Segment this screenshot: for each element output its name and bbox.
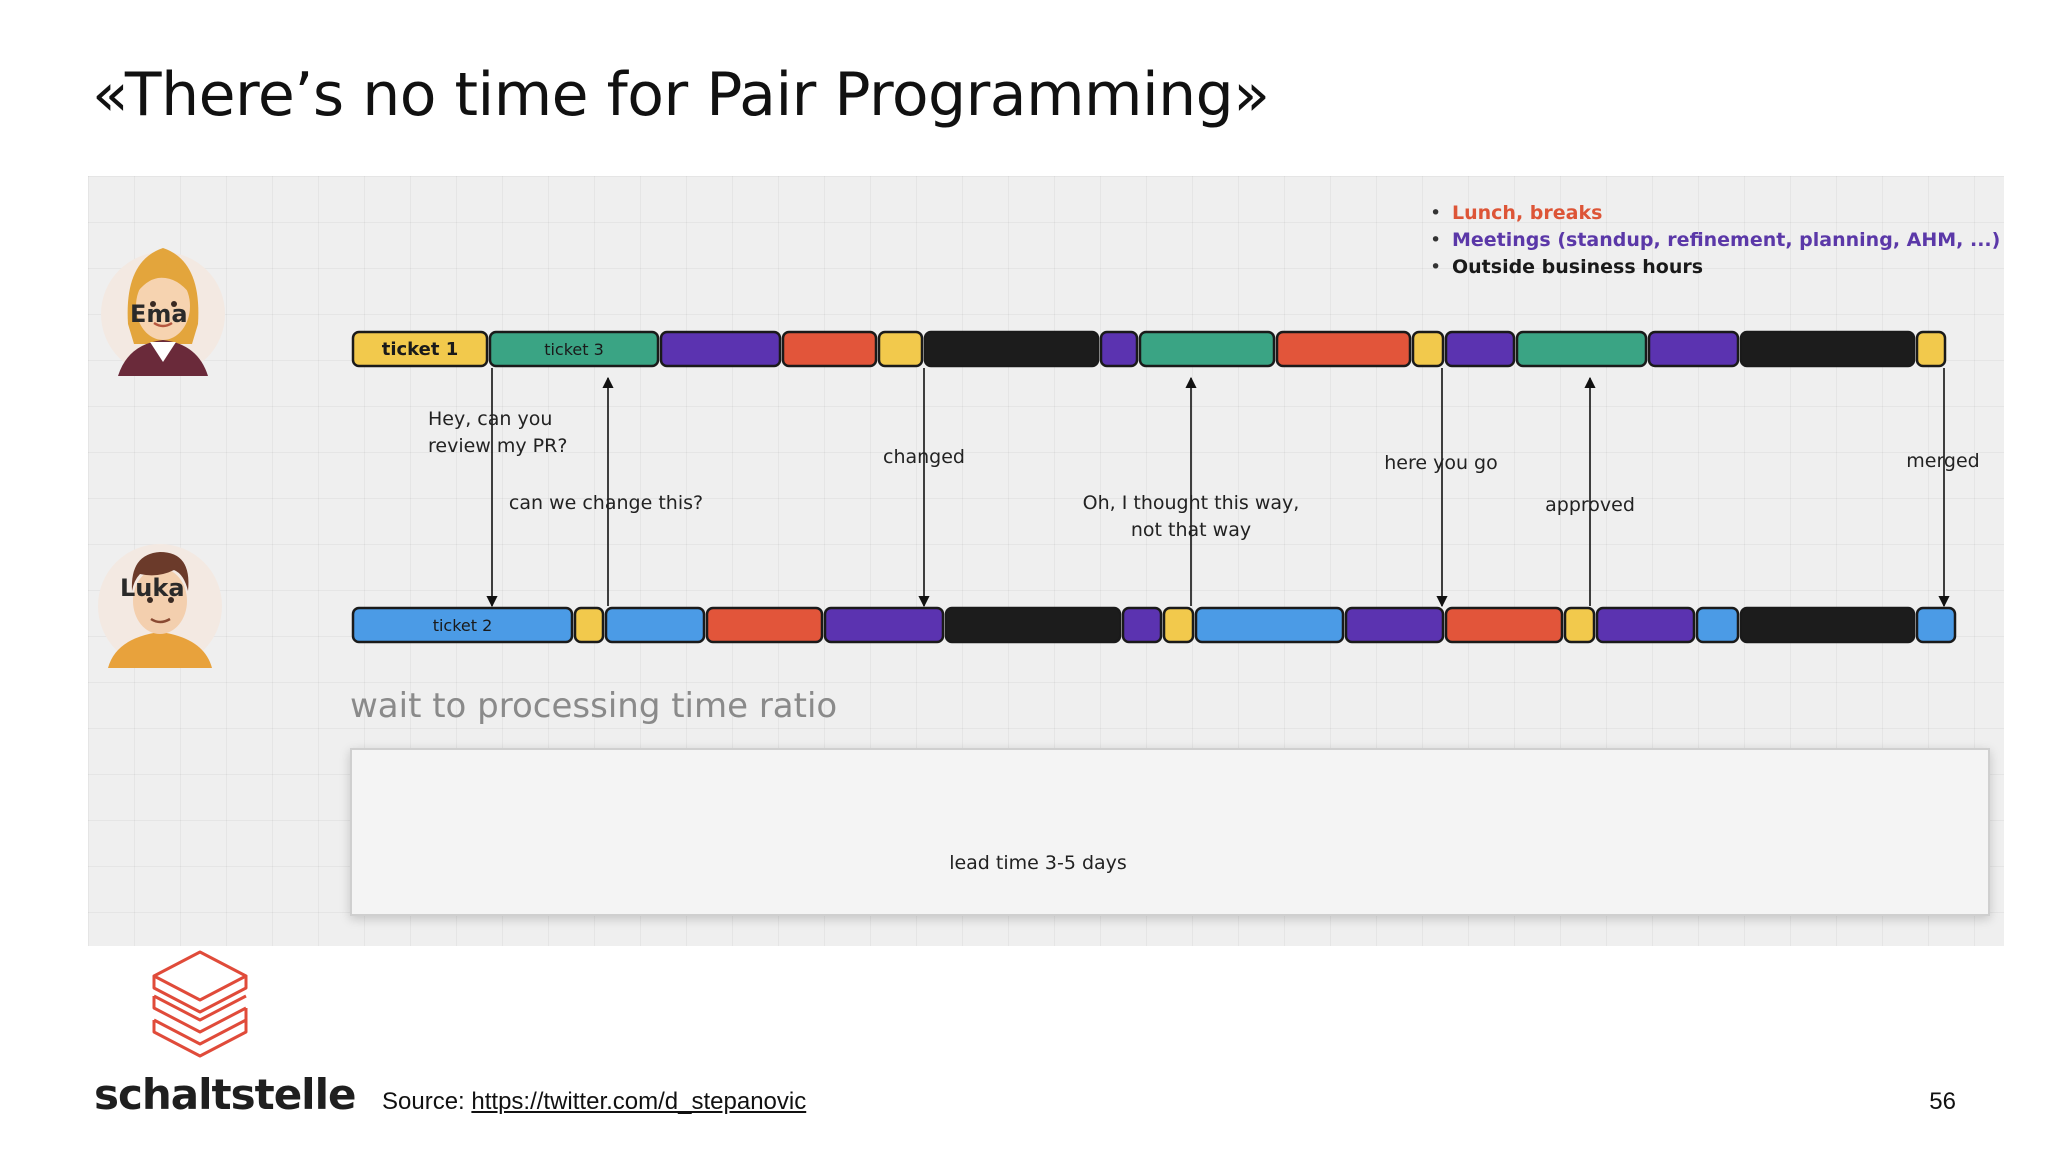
ema-segment-purple (1099, 330, 1139, 368)
luka-segment-purple (1595, 606, 1696, 644)
luka-ticket-label: ticket 2 (433, 616, 493, 635)
message-label-thought: Oh, I thought this way,not that way (1082, 492, 1300, 541)
legend-item-lunch: Lunch, breaks (1430, 200, 2000, 227)
logo-wordmark: schaltstelle (94, 1070, 356, 1119)
slide-title: «There’s no time for Pair Programming» (92, 60, 1270, 130)
luka-segment-yellow (1162, 606, 1195, 644)
ema-segment-yellow (877, 330, 924, 368)
ema-segment-red (1275, 330, 1412, 368)
ema-segment-teal (1138, 330, 1276, 368)
luka-segment-blue (1915, 606, 1957, 644)
ema-segment-black (1739, 330, 1916, 368)
legend-item-meetings: Meetings (standup, refinement, planning,… (1430, 227, 2000, 254)
message-label-approved: approved (1545, 494, 1635, 516)
diagram-panel: ticket 1 ticket 3 ticket 2 ticket 1 Ema Lu… (88, 176, 2004, 946)
schaltstelle-logo-icon (152, 950, 248, 1058)
ema-segment-yellow (1411, 330, 1445, 368)
ema-segment-yellow (1915, 330, 1947, 368)
source-label: Source: (382, 1088, 465, 1115)
ema-segment-purple (659, 330, 782, 368)
ema-segment-red (781, 330, 878, 368)
luka-segment-yellow (573, 606, 605, 644)
source-line: Source: https://twitter.com/d_stepanovic (382, 1088, 806, 1116)
ema-ticket-label: ticket 1 (382, 339, 459, 360)
ema-segment-teal (488, 330, 660, 368)
ema-segment-teal (1515, 330, 1648, 368)
person-name-ema: Ema (130, 300, 188, 328)
message-label-changed: changed (883, 446, 965, 468)
lead-time-box (350, 748, 1990, 916)
luka-segment-black (1739, 606, 1916, 644)
message-label-merged: merged (1906, 450, 1980, 472)
lead-time-label: lead time 3-5 days (943, 852, 1133, 874)
ema-segment-purple (1444, 330, 1516, 368)
timelines: ticket 1 ticket 3 ticket 2 (351, 330, 1957, 644)
luka-segment-blue (604, 606, 706, 644)
luka-segment-red (705, 606, 824, 644)
color-legend: Lunch, breaks Meetings (standup, refinem… (1430, 200, 2000, 281)
luka-segment-black (944, 606, 1122, 644)
man-avatar-icon (98, 544, 222, 668)
wait-ratio-title: wait to processing time ratio (350, 686, 838, 726)
message-label-here-you-go: here you go (1384, 452, 1498, 474)
source-link[interactable]: https://twitter.com/d_stepanovic (471, 1088, 807, 1115)
ema-ticket-label: ticket 3 (544, 340, 604, 359)
woman-avatar-icon (101, 248, 225, 376)
luka-segment-purple (1121, 606, 1163, 644)
page-number: 56 (1929, 1088, 1956, 1115)
luka-segment-purple (823, 606, 945, 644)
ema-segment-purple (1647, 330, 1740, 368)
luka-segment-blue (1194, 606, 1345, 644)
message-label-change-request: can we change this? (508, 492, 704, 514)
person-name-luka: Luka (120, 574, 185, 602)
luka-segment-blue (351, 606, 574, 644)
legend-item-outside-hours: Outside business hours (1430, 254, 2000, 281)
ema-segment-black (923, 330, 1100, 368)
luka-segment-red (1444, 606, 1564, 644)
ema-segment-yellow (351, 330, 489, 368)
luka-segment-yellow (1563, 606, 1596, 644)
luka-segment-purple (1344, 606, 1445, 644)
luka-segment-blue (1695, 606, 1740, 644)
message-arrows (486, 368, 1950, 608)
